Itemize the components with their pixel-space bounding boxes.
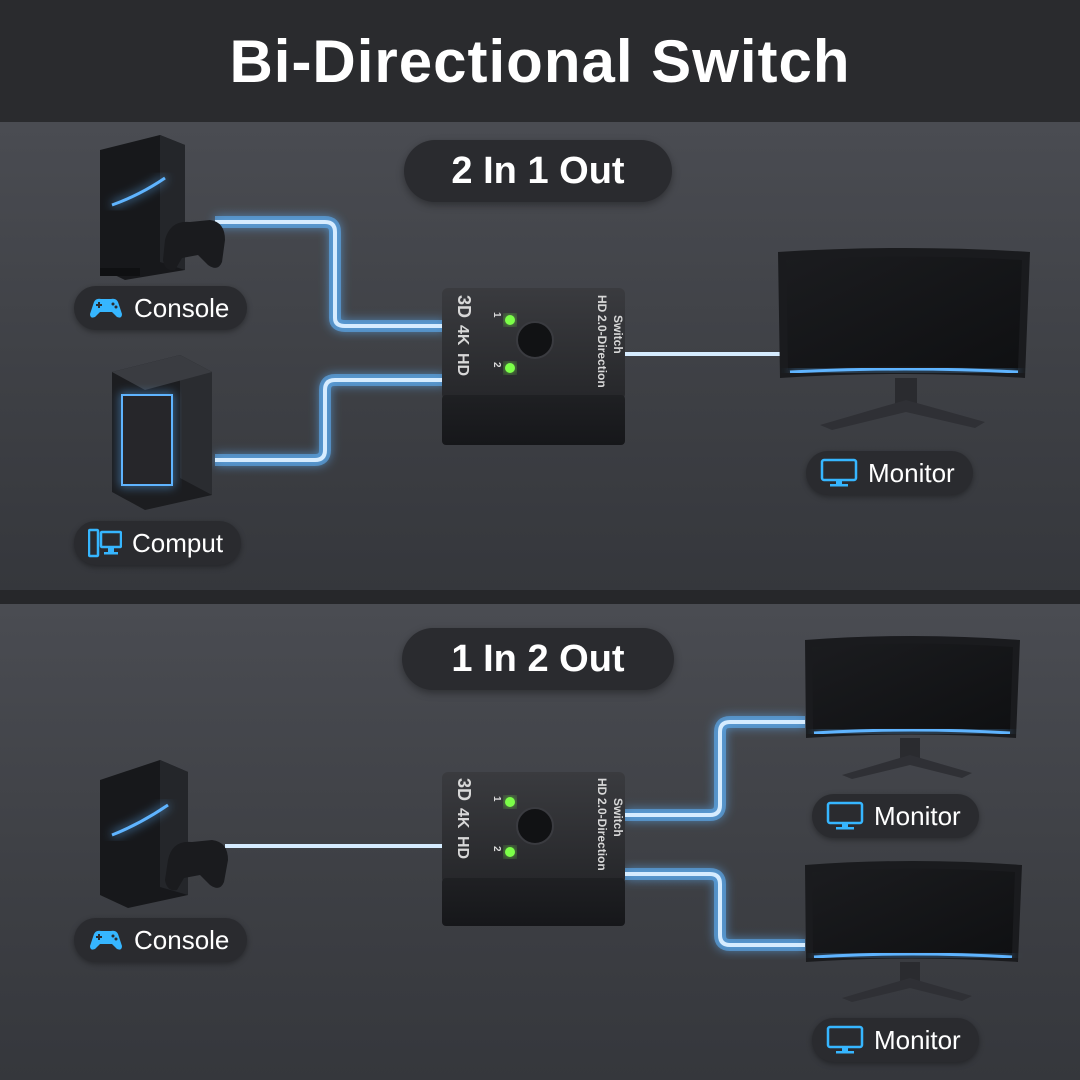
monitor-device-bottom-2	[805, 861, 1022, 1002]
svg-text:1: 1	[491, 312, 502, 318]
label-console-bottom: Console	[74, 918, 248, 962]
svg-text:3D: 3D	[454, 295, 474, 318]
label-monitor-bottom-2-text: Monitor	[874, 1024, 961, 1055]
switch-left-text-bottom: 3D 4K HD	[454, 778, 474, 859]
monitor-icon	[826, 801, 864, 830]
svg-text:2: 2	[491, 362, 502, 368]
label-console-bottom-text: Console	[134, 924, 230, 955]
svg-text:3D: 3D	[454, 778, 474, 801]
switch-box-bottom	[442, 772, 625, 926]
label-monitor-bottom-1-text: Monitor	[874, 800, 961, 831]
gamepad-icon	[90, 930, 122, 950]
label-monitor-bottom-2: Monitor	[812, 1018, 979, 1062]
cables-top	[215, 216, 780, 466]
cables-bottom	[225, 716, 805, 951]
svg-text:Switch: Switch	[611, 315, 625, 354]
monitor-device-bottom-1	[805, 636, 1020, 779]
gamepad-icon	[90, 298, 122, 318]
svg-text:Switch: Switch	[611, 798, 625, 837]
switch-right-text-bottom: HD 2.0-Direction Switch	[595, 778, 625, 871]
switch-right-text-top: HD 2.0-Direction Switch	[595, 295, 625, 388]
svg-text:2.0-Direction: 2.0-Direction	[595, 315, 609, 388]
label-monitor-bottom-1: Monitor	[812, 794, 979, 838]
switch-port-labels-top: 1 2	[491, 312, 502, 368]
label-monitor-top-text: Monitor	[868, 457, 955, 488]
page-title: Bi-Directional Switch	[229, 27, 851, 95]
header: Bi-Directional Switch	[0, 0, 1080, 122]
svg-text:2: 2	[491, 846, 502, 852]
label-console-top-text: Console	[134, 292, 230, 323]
label-computer-top-text: Comput	[132, 527, 224, 558]
switch-port-labels-bottom: 1 2	[491, 796, 502, 852]
section-divider	[0, 590, 1080, 604]
svg-text:1: 1	[491, 796, 502, 802]
svg-text:2.0-Direction: 2.0-Direction	[595, 798, 609, 871]
svg-text:HD: HD	[595, 295, 609, 313]
gamepad-device-top	[163, 220, 225, 271]
monitor-icon	[820, 458, 858, 487]
label-console-top: Console	[74, 286, 248, 330]
svg-text:HD: HD	[454, 353, 471, 376]
svg-text:HD: HD	[454, 836, 471, 859]
mode-1in2out: 1 In 2 Out	[402, 628, 674, 690]
label-monitor-top: Monitor	[806, 451, 973, 495]
mode-2in1out: 2 In 1 Out	[404, 140, 672, 202]
switch-left-text-top: 3D 4K HD	[454, 295, 474, 376]
svg-text:4K: 4K	[454, 325, 471, 346]
monitor-device-top	[778, 248, 1030, 430]
computer-icon	[88, 528, 122, 558]
computer-device-top	[112, 355, 212, 510]
svg-text:HD: HD	[595, 778, 609, 796]
switch-box-top	[442, 288, 625, 445]
monitor-icon	[826, 1025, 864, 1054]
gamepad-device-bottom	[165, 840, 228, 891]
svg-text:4K: 4K	[454, 808, 471, 829]
label-computer-top: Comput	[74, 521, 242, 565]
